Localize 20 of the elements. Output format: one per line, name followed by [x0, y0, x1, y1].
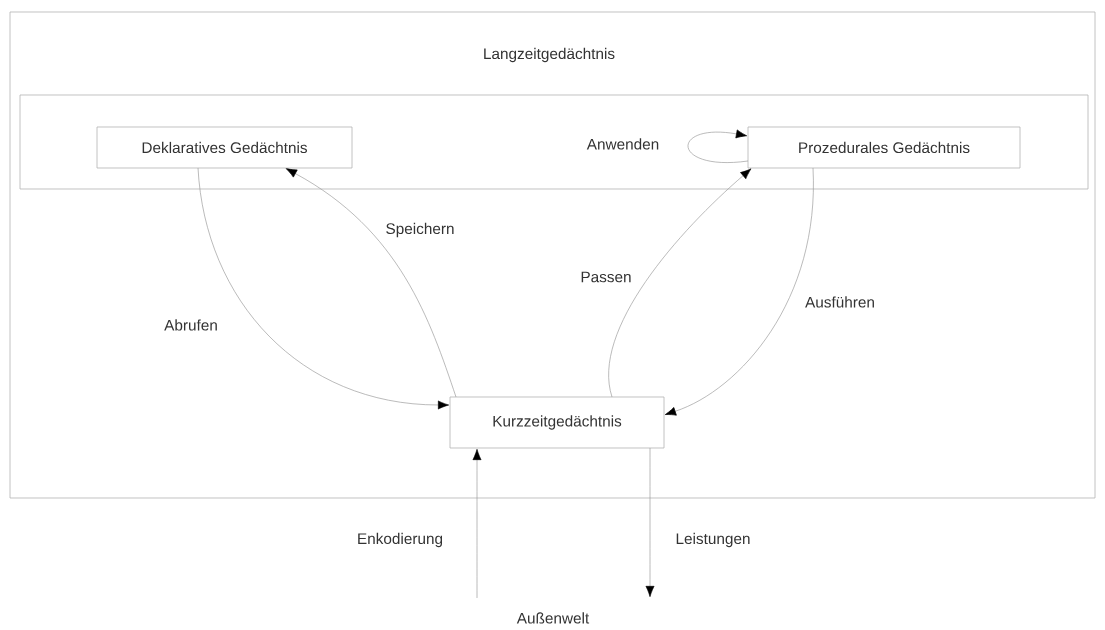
edge-label: Leistungen: [676, 532, 750, 548]
edge-label: Ausführen: [805, 296, 874, 308]
edge-label: Passen: [581, 271, 631, 283]
band-heading: Langzeitgedächtnis: [484, 47, 615, 63]
arrow: [285, 168, 457, 398]
arrow: [472, 449, 482, 599]
arrow: [645, 447, 655, 597]
arrow: [197, 167, 449, 410]
frame-box: [9, 11, 1096, 499]
edge-label: Anwenden: [586, 138, 659, 150]
edge-label: Abrufen: [164, 319, 217, 331]
edge-label: Speichern: [386, 222, 454, 238]
node-text: Außenwelt: [516, 612, 590, 624]
arrow: [608, 168, 752, 398]
memory-box: Kurzzeitgedächtnis: [449, 396, 665, 449]
arrow: [664, 167, 814, 416]
memory-box: Deklaratives Gedächtnis: [96, 126, 353, 169]
edge-label: Enkodierung: [358, 532, 443, 548]
memory-box: Prozedurales Gedächtnis: [747, 126, 1021, 169]
arrow: [687, 129, 749, 163]
